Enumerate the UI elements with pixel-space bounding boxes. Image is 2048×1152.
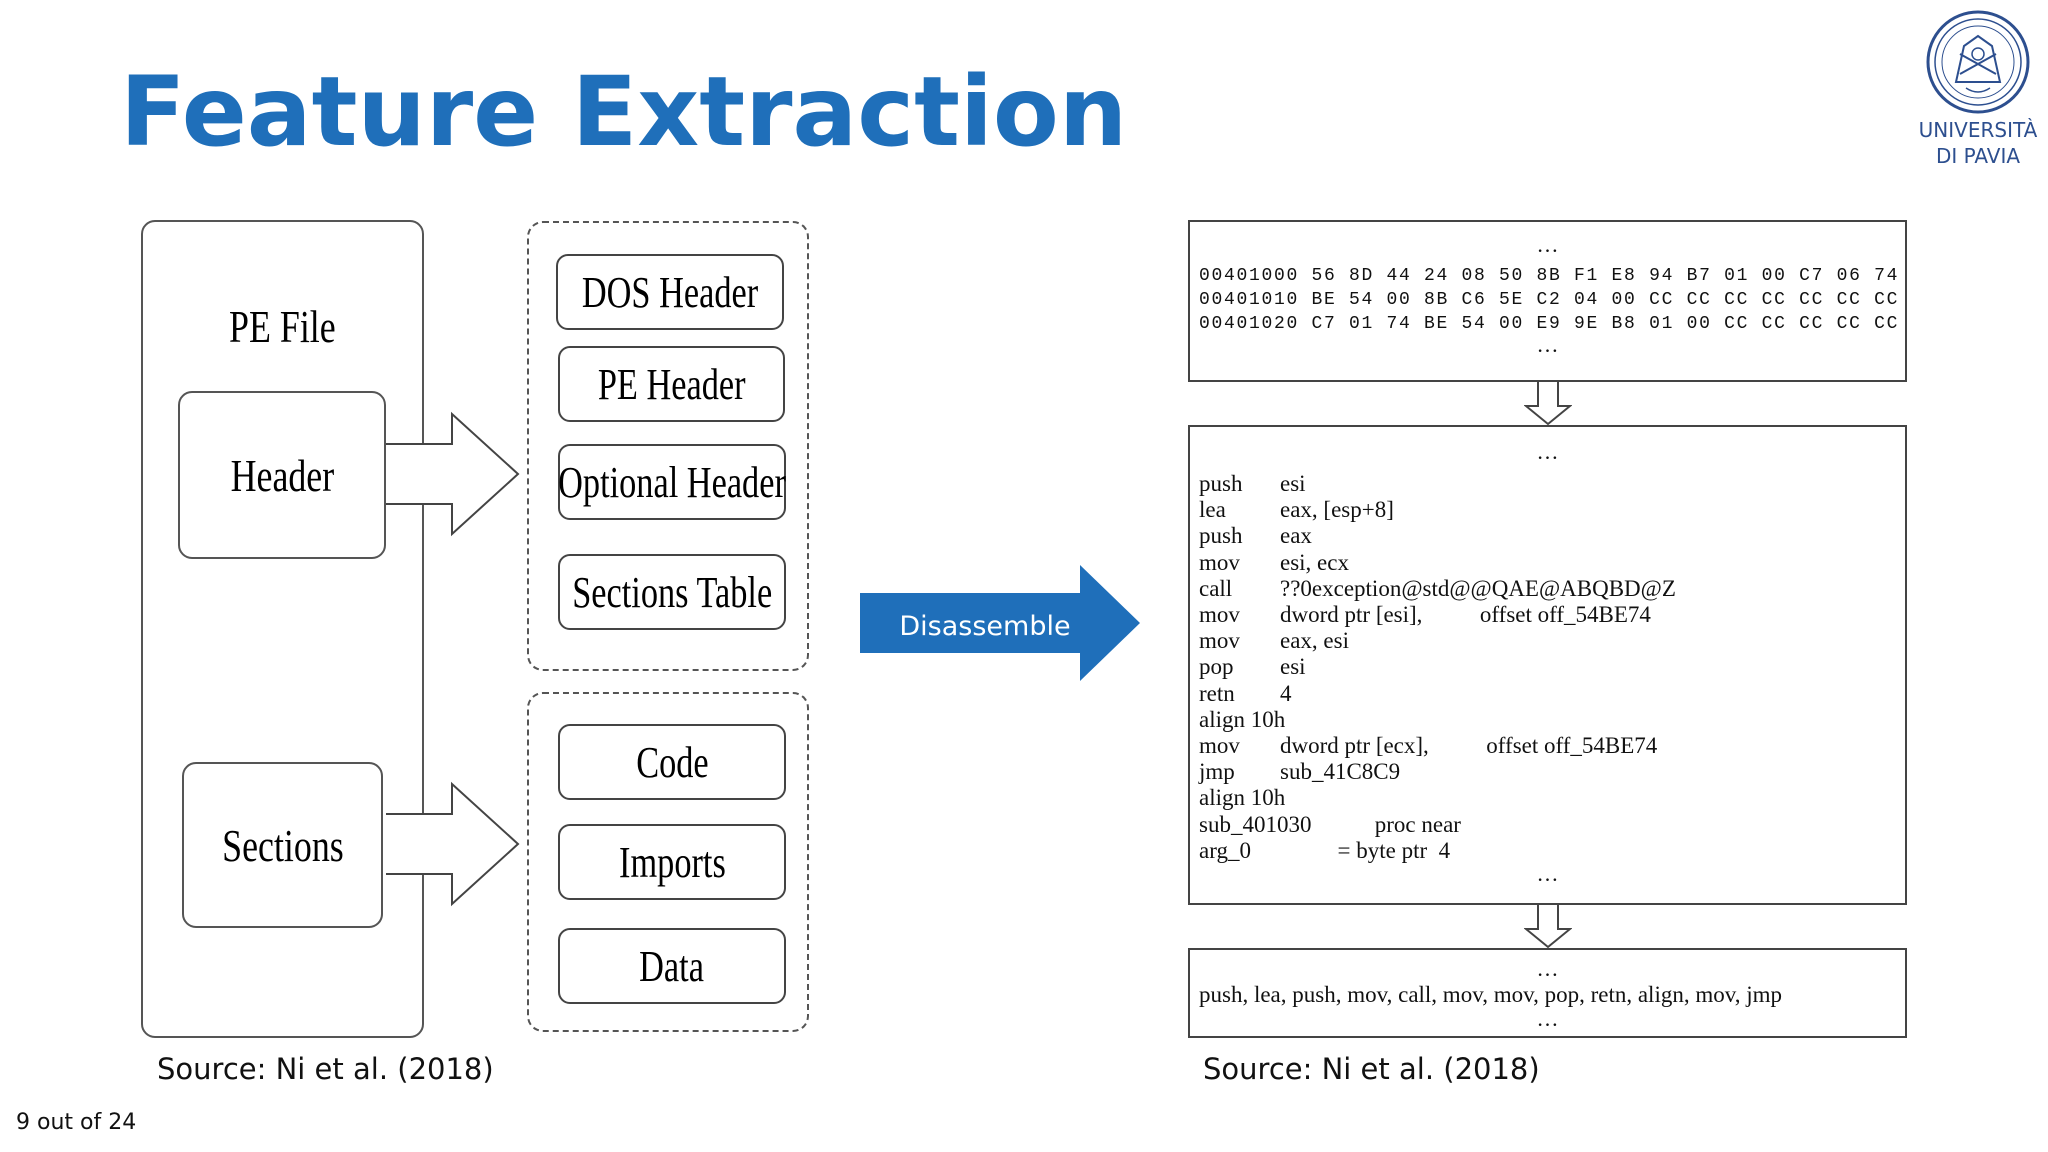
- asm-operands: = byte ptr 4: [1280, 837, 1451, 863]
- asm-operands: dword ptr [ecx], offset off_54BE74: [1280, 733, 1658, 759]
- section-items-group: [527, 692, 809, 1032]
- header-item-sections-table: Sections Table: [558, 554, 786, 630]
- asm-operands: eax: [1280, 523, 1312, 549]
- opcode-sequence-text: push, lea, push, mov, call, mov, mov, po…: [1199, 982, 1783, 1007]
- logo-line-1: UNIVERSITÀ: [1918, 118, 2038, 142]
- asm-operands: sub_41C8C9: [1280, 759, 1401, 785]
- seq-top-ellipsis: …: [1536, 956, 1559, 981]
- asm-operands: ??0exception@std@@QAE@ABQBD@Z: [1280, 575, 1676, 601]
- logo-line-2: DI PAVIA: [1935, 144, 2021, 168]
- university-logo: UNIVERSITÀ DI PAVIA: [1916, 6, 2040, 171]
- asm-opcode: pop: [1199, 654, 1234, 680]
- university-seal-icon: [1926, 10, 2030, 114]
- page-number: 9 out of 24: [16, 1110, 137, 1135]
- asm-operands: esi, ecx: [1280, 549, 1349, 575]
- section-item-code: Code: [558, 724, 786, 800]
- asm-operands: esi: [1280, 654, 1306, 680]
- opcode-sequence-box: … push, lea, push, mov, call, mov, mov, …: [1188, 948, 1907, 1038]
- asm-operands: esi: [1280, 471, 1306, 496]
- header-arrow: [386, 411, 520, 537]
- asm-opcode: retn: [1199, 680, 1235, 706]
- asm-opcode: lea: [1199, 497, 1226, 523]
- header-item-pe-header: PE Header: [558, 346, 785, 422]
- asm-opcode: push: [1199, 523, 1243, 549]
- left-source-caption: Source: Ni et al. (2018): [157, 1052, 494, 1086]
- asm-opcode: jmp: [1199, 759, 1235, 785]
- asm-top-ellipsis: …: [1536, 439, 1559, 464]
- hex-row: 00401000 56 8D 44 24 08 50 8B F1 E8 94 B…: [1199, 266, 1900, 286]
- section-item-data: Data: [558, 928, 786, 1004]
- asm-operands: 4: [1280, 680, 1292, 706]
- hex-bottom-ellipsis: …: [1536, 332, 1559, 357]
- hex-row: 00401010 BE 54 00 8B C6 5E C2 04 00 CC C…: [1199, 290, 1900, 310]
- pe-file-label: PE File: [229, 300, 336, 352]
- hex-dump-box: … 00401000 56 8D 44 24 08 50 8B F1 E8 94…: [1188, 220, 1907, 382]
- asm-opcode: mov: [1199, 602, 1240, 628]
- asm-bottom-ellipsis: …: [1536, 861, 1559, 886]
- asm-opcode: arg_0: [1199, 837, 1251, 863]
- down-arrow-2: [1524, 905, 1572, 949]
- asm-operands: eax, [esp+8]: [1280, 497, 1394, 523]
- sections-label: Sections: [221, 819, 344, 871]
- hex-top-ellipsis: …: [1536, 232, 1559, 257]
- down-arrow-1: [1524, 382, 1572, 426]
- asm-operands: eax, esi: [1280, 628, 1349, 654]
- asm-operands: proc near: [1346, 811, 1461, 837]
- header-label: Header: [230, 449, 334, 501]
- asm-operands: [1280, 707, 1676, 733]
- asm-opcode: push: [1199, 471, 1243, 496]
- sections-box: Sections: [182, 762, 383, 928]
- asm-opcode: sub_401030: [1199, 811, 1312, 837]
- disassemble-label: Disassemble: [899, 611, 1071, 642]
- asm-opcode: align 10h: [1199, 785, 1286, 811]
- asm-opcode: call: [1199, 575, 1233, 601]
- header-items-group: [527, 221, 809, 671]
- disassemble-arrow: [860, 565, 1140, 681]
- asm-opcode: align 10h: [1199, 706, 1286, 732]
- asm-operands: [1280, 785, 1676, 811]
- header-item-dos-header: DOS Header: [556, 254, 784, 330]
- asm-opcode: mov: [1199, 628, 1240, 654]
- section-item-imports: Imports: [558, 824, 786, 900]
- asm-operands: dword ptr [esi], offset off_54BE74: [1280, 602, 1651, 628]
- sections-arrow: [386, 781, 520, 907]
- asm-opcode: mov: [1199, 549, 1240, 575]
- header-box: Header: [178, 391, 386, 559]
- hex-row: 00401020 C7 01 74 BE 54 00 E9 9E B8 01 0…: [1199, 314, 1900, 334]
- slide-title: Feature Extraction: [120, 56, 1128, 168]
- asm-opcode: mov: [1199, 733, 1240, 759]
- right-source-caption: Source: Ni et al. (2018): [1203, 1052, 1540, 1086]
- seq-bottom-ellipsis: …: [1536, 1006, 1559, 1031]
- header-item-optional-header: Optional Header: [558, 444, 786, 520]
